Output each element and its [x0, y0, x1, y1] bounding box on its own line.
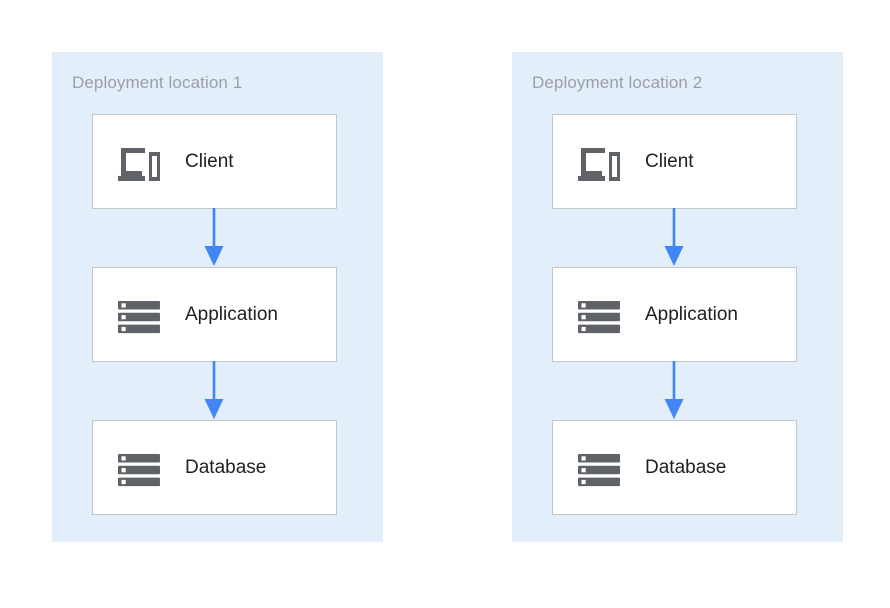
- server-rack-icon: [115, 291, 163, 339]
- server-rack-icon: [575, 444, 623, 492]
- zone-2-node-application[interactable]: Application: [552, 267, 797, 362]
- zone-1-arrow-application-to-database: [200, 361, 228, 420]
- zone-1-node-client-label: Client: [185, 150, 234, 172]
- server-rack-icon: [115, 444, 163, 492]
- devices-icon: [575, 138, 623, 186]
- zone-1-node-database[interactable]: Database: [92, 420, 337, 515]
- zone-1-arrow-client-to-application: [200, 208, 228, 267]
- zone-1-node-client[interactable]: Client: [92, 114, 337, 209]
- zone-2-node-database[interactable]: Database: [552, 420, 797, 515]
- zone-2-arrow-application-to-database: [660, 361, 688, 420]
- zone-2-arrow-client-to-application: [660, 208, 688, 267]
- deployment-zone-2: Deployment location 2 Client: [512, 52, 843, 542]
- deployment-zone-1: Deployment location 1 Client: [52, 52, 383, 542]
- server-rack-icon: [575, 291, 623, 339]
- zone-2-node-client[interactable]: Client: [552, 114, 797, 209]
- devices-icon: [115, 138, 163, 186]
- zone-1-node-application[interactable]: Application: [92, 267, 337, 362]
- zone-1-node-database-label: Database: [185, 456, 267, 478]
- zone-1-node-application-label: Application: [185, 303, 278, 325]
- deployment-zone-1-label: Deployment location 1: [72, 73, 243, 92]
- deployment-zone-2-label: Deployment location 2: [532, 73, 703, 92]
- zone-2-node-application-label: Application: [645, 303, 738, 325]
- zone-2-node-client-label: Client: [645, 150, 694, 172]
- zone-2-node-database-label: Database: [645, 456, 727, 478]
